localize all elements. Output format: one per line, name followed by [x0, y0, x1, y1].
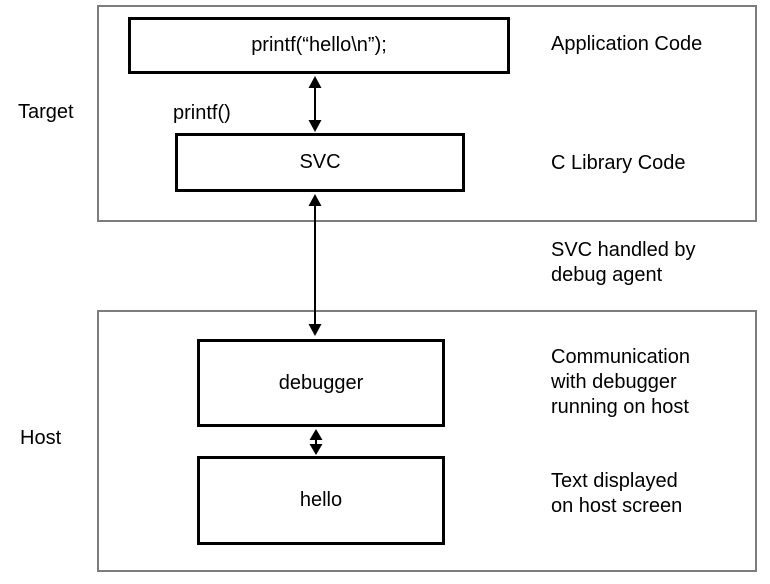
svc-box: SVC — [175, 133, 465, 192]
double-arrow-debugger-to-hello-icon — [309, 429, 323, 455]
hello-output-box: hello — [197, 456, 445, 545]
debugger-text: debugger — [278, 371, 364, 394]
c-library-code-annotation: C Library Code — [551, 152, 686, 174]
double-arrow-svc-to-debugger-icon — [308, 194, 322, 336]
text-displayed-annotation: Text displayed on host screen — [551, 470, 683, 517]
printf-call-label: printf() — [173, 102, 231, 124]
target-label: Target — [18, 101, 74, 123]
double-arrow-app-to-svc-icon — [308, 76, 322, 132]
svc-text: SVC — [299, 151, 341, 173]
hello-text: hello — [299, 489, 343, 511]
application-code-box: printf(“hello\n”); — [128, 17, 510, 74]
svc-handled-annotation: SVC handled by debug agent — [551, 239, 696, 286]
communication-annotation: Communication with debugger running on h… — [551, 346, 690, 418]
host-label: Host — [20, 427, 62, 449]
application-code-text: printf(“hello\n”); — [251, 34, 387, 56]
debugger-box: debugger — [197, 339, 445, 427]
application-code-annotation: Application Code — [551, 33, 703, 55]
